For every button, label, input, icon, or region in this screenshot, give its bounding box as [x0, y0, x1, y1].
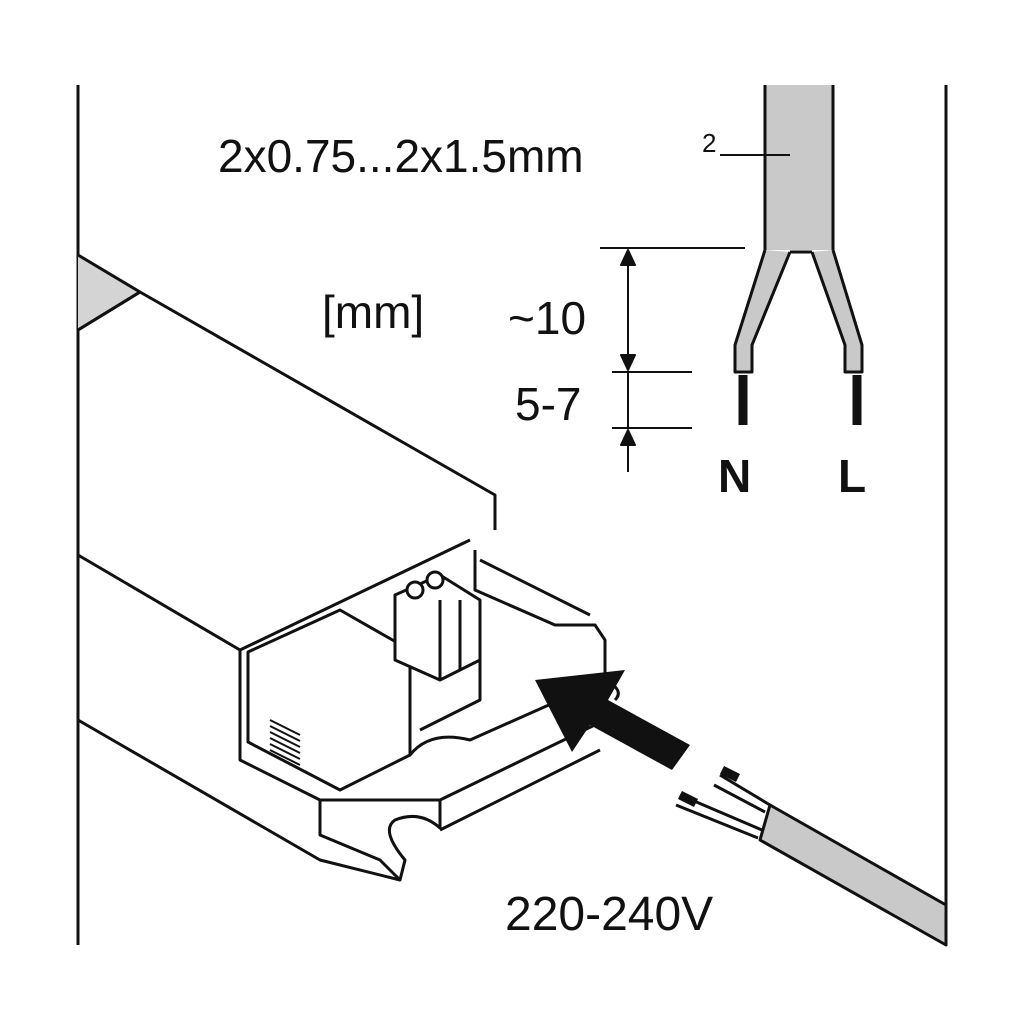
cable-spec-label: 2x0.75...2x1.5mm — [218, 130, 584, 182]
insulation-strip-length: ~10 — [508, 292, 586, 344]
live-label: L — [838, 450, 866, 502]
neutral-label: N — [718, 450, 751, 502]
wire-tips — [738, 375, 862, 425]
cable-bottom — [675, 765, 948, 947]
dimension-lines — [600, 247, 745, 472]
unit-label: [mm] — [322, 286, 424, 338]
vent-slots — [269, 719, 301, 766]
terminal-block — [393, 570, 482, 682]
voltage-label: 220-240V — [505, 888, 713, 941]
cable-top — [720, 85, 864, 374]
conductor-strip-length: 5-7 — [515, 378, 581, 430]
insert-arrow — [535, 670, 690, 770]
driver-housing — [77, 253, 620, 882]
cable-spec-superscript: 2 — [702, 128, 716, 158]
